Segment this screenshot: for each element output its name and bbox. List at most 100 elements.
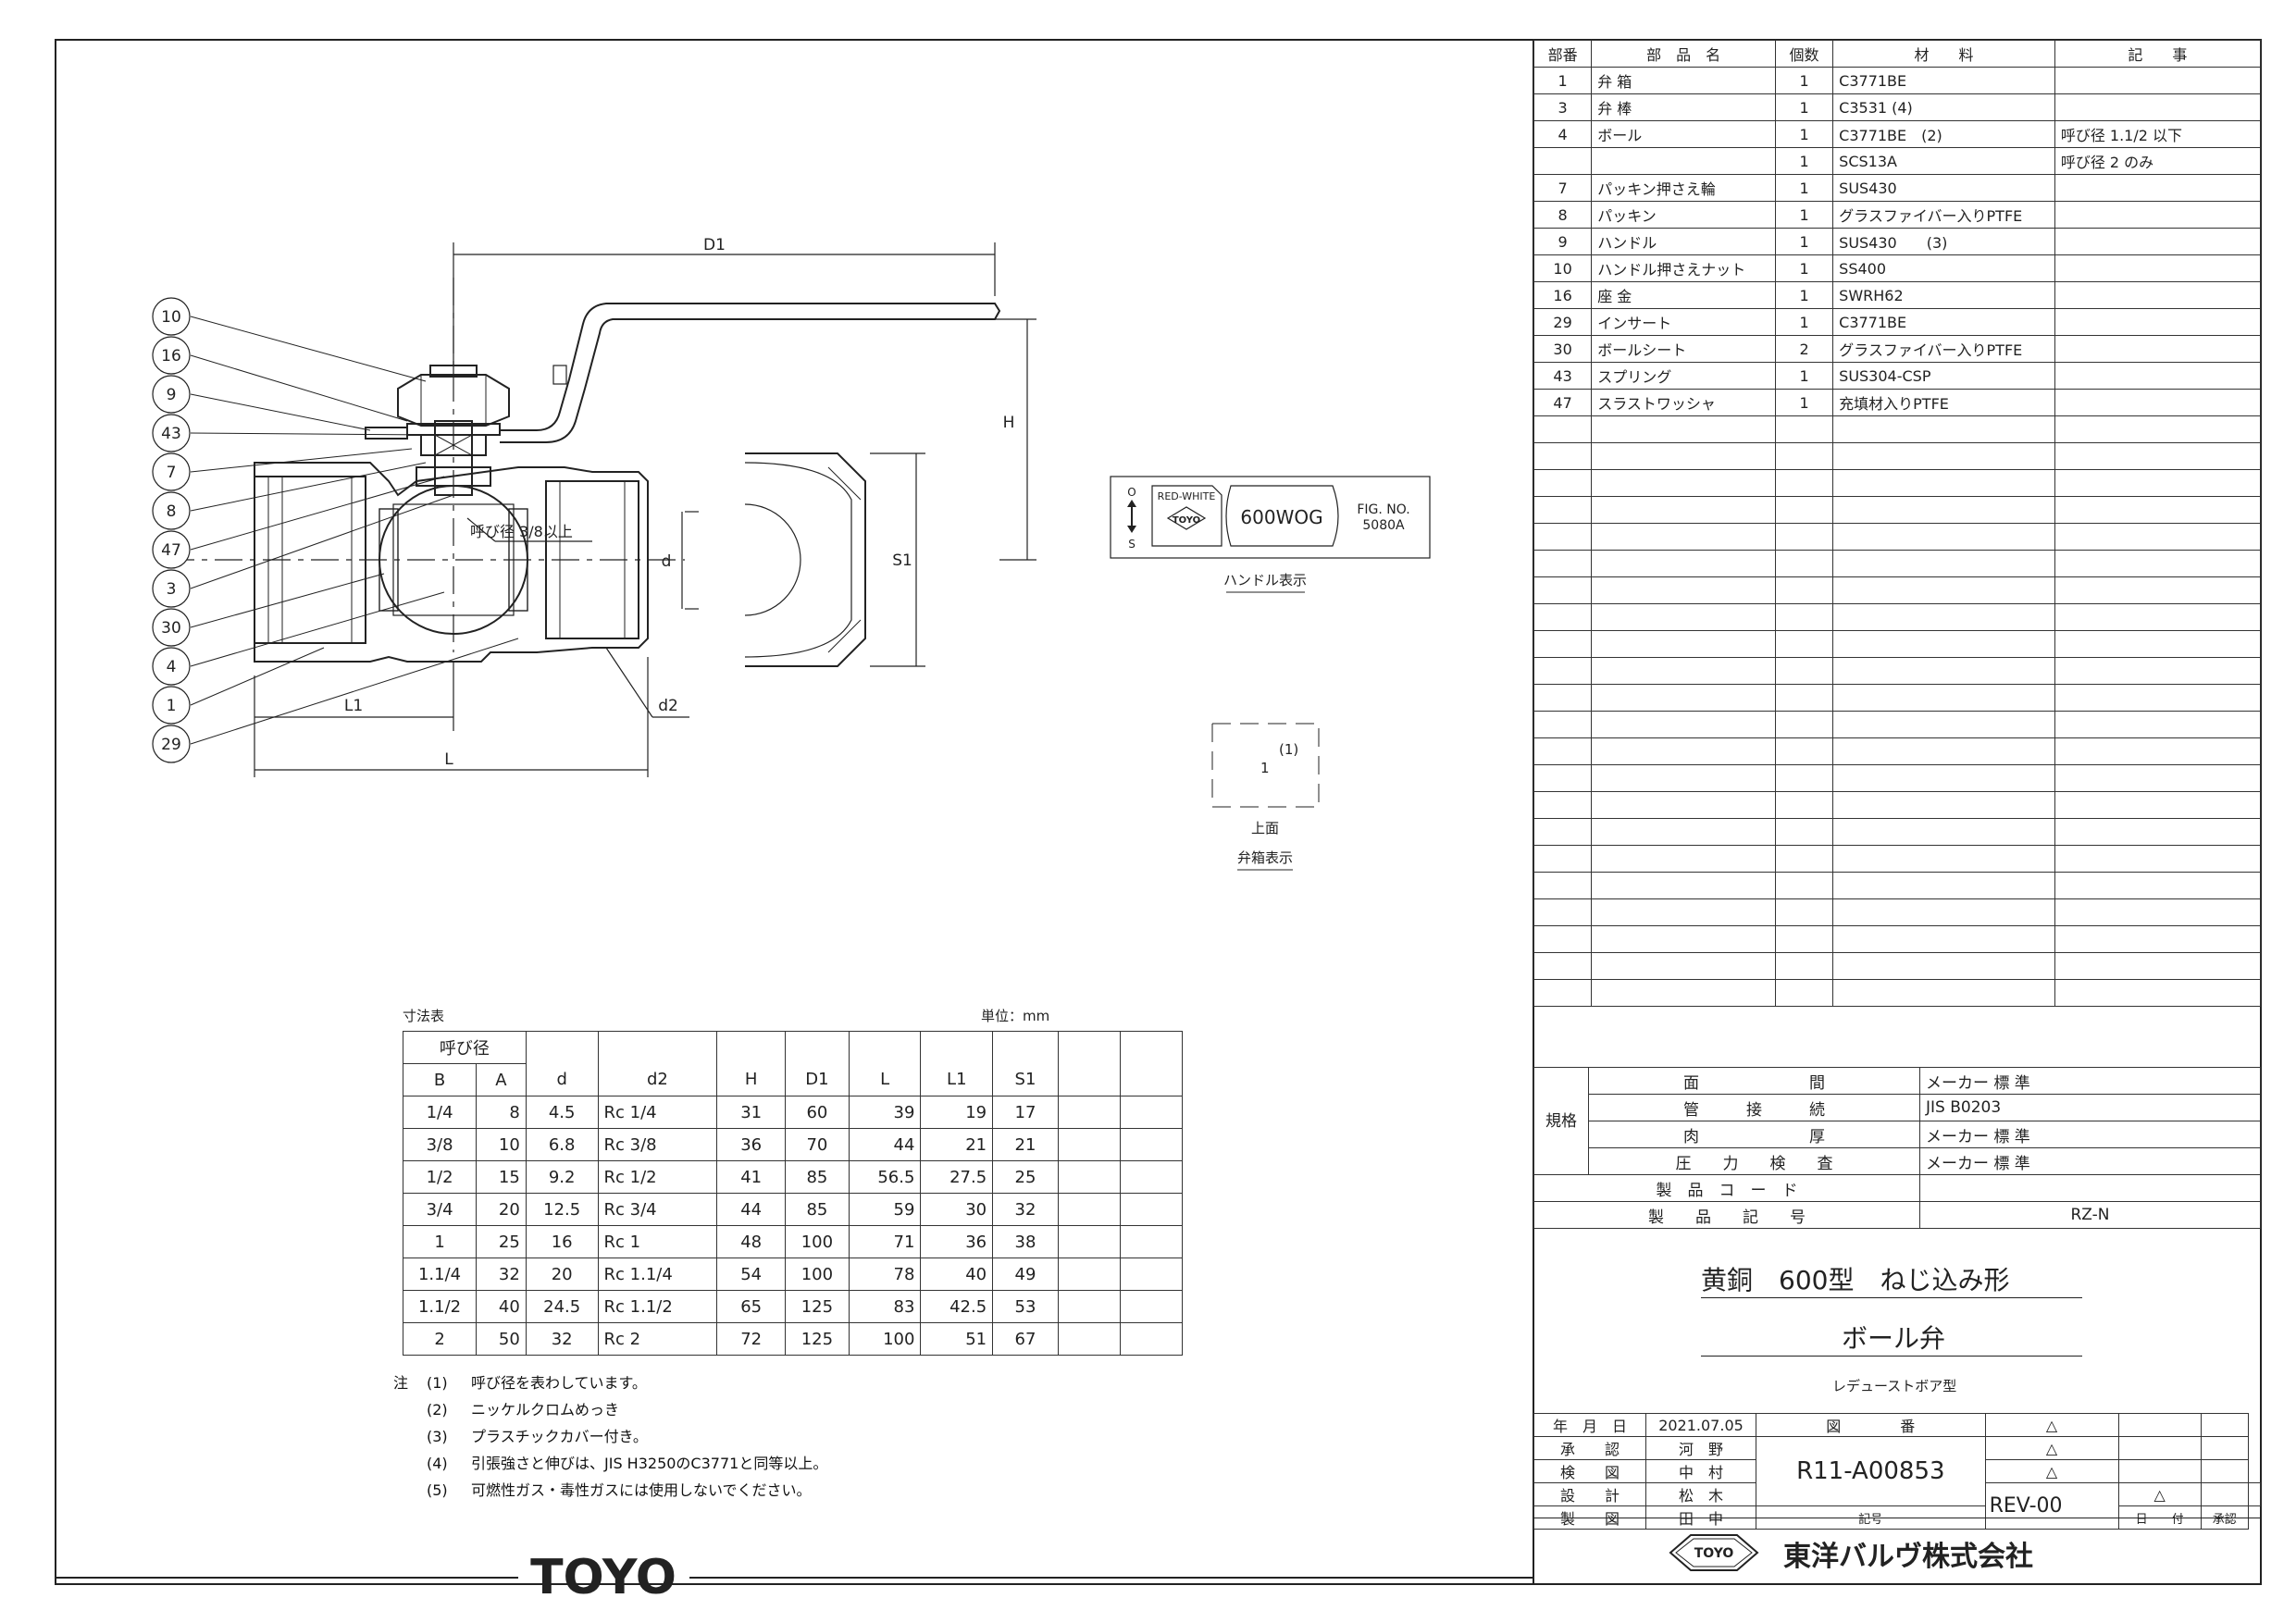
dims-group-row: 呼び径 (403, 1031, 1184, 1064)
note-text: 可燃性ガス・毒性ガスには使用しないでください。 (471, 1481, 812, 1499)
callout-label: 7 (167, 464, 177, 482)
dims-cell: 56.5 (848, 1160, 922, 1194)
parts-empty-cell (1533, 952, 1593, 980)
dims-cell: 9.2 (525, 1160, 599, 1194)
title-line2: ボール弁 (1842, 1323, 1946, 1354)
parts-cell: ボール (1591, 120, 1776, 148)
parts-cell: 1 (1774, 362, 1834, 390)
dims-header-cell: H (716, 1063, 787, 1096)
handle-plate-rating: 600WOG (1240, 506, 1322, 528)
parts-cell: 8 (1533, 201, 1593, 229)
parts-header-cell: 部 品 名 (1591, 40, 1776, 68)
dims-cell: Rc 2 (597, 1322, 718, 1356)
parts-empty-cell (1774, 684, 1834, 712)
dims-cell: 38 (992, 1225, 1059, 1258)
parts-empty-cell (1533, 872, 1593, 899)
parts-empty-cell (1591, 550, 1776, 577)
notes-prefix: 注 (393, 1374, 409, 1392)
rev-triangle-icon: △ (2117, 1482, 2202, 1506)
body-mark-value: 1 (1260, 760, 1270, 776)
parts-empty-cell (2054, 415, 2262, 443)
parts-empty-cell (1591, 523, 1776, 551)
parts-empty-cell (1533, 550, 1593, 577)
parts-empty-cell (1533, 737, 1593, 765)
parts-empty-cell (2054, 925, 2262, 953)
dims-cell: 8 (476, 1096, 527, 1129)
dims-header-cell: d (525, 1063, 599, 1096)
parts-cell: 7 (1533, 174, 1593, 202)
dims-blank-cell (525, 1031, 599, 1064)
spec-row: 圧 力 検 査メーカー 標 準 (1534, 1147, 2261, 1175)
parts-empty-cell (1832, 898, 2055, 926)
dims-cell: 2 (402, 1322, 478, 1356)
parts-cell (1533, 147, 1593, 175)
parts-empty-cell (2054, 684, 2262, 712)
parts-empty-cell (2054, 952, 2262, 980)
dims-header-cell: d2 (597, 1063, 718, 1096)
rev-blank (2117, 1459, 2202, 1483)
parts-empty-cell (1774, 550, 1834, 577)
parts-empty-cell (1832, 657, 2055, 685)
parts-header-cell: 記 事 (2054, 40, 2262, 68)
dim-label-S1: S1 (892, 551, 912, 570)
parts-empty-cell (1774, 818, 1834, 846)
parts-empty-cell (1774, 523, 1834, 551)
callout-label: 9 (167, 386, 177, 404)
body-mark-top-label: 上面 (1251, 820, 1279, 836)
handle-plate-fig-label: FIG. NO. (1357, 502, 1409, 517)
parts-empty-cell (1774, 469, 1834, 497)
parts-cell: インサート (1591, 308, 1776, 336)
parts-empty-cell (1832, 845, 2055, 873)
dims-cell: 50 (476, 1322, 527, 1356)
dims-cell: 65 (716, 1290, 787, 1323)
spec-value: メーカー 標 準 (1919, 1147, 2261, 1175)
note-item: (5)可燃性ガス・毒性ガスには使用しないでください。 (393, 1477, 827, 1504)
parts-cell: グラスファイバー入りPTFE (1832, 335, 2055, 363)
company-logo-text: TOYO (1694, 1546, 1734, 1561)
parts-empty-cell (1832, 952, 2055, 980)
parts-cell: SUS430 (3) (1832, 228, 2055, 255)
parts-empty-cell (1832, 791, 2055, 819)
parts-empty-row (1533, 550, 2262, 577)
parts-cell: 2 (1774, 335, 1834, 363)
dims-cell: 12.5 (525, 1193, 599, 1226)
body-marking: (1) 1 上面 弁箱表示 (1211, 723, 1320, 871)
handle-plate-fig-no: 5080A (1362, 518, 1405, 533)
parts-cell: C3771BE (1832, 308, 2055, 336)
parts-cell: パッキン押さえ輪 (1591, 174, 1776, 202)
spec-item: 管 接 続 (1588, 1094, 1920, 1121)
dims-blank-cell (1057, 1258, 1121, 1291)
dims-cell: 17 (992, 1096, 1059, 1129)
parts-empty-cell (2054, 630, 2262, 658)
parts-empty-cell (1591, 415, 1776, 443)
parts-empty-cell (1533, 523, 1593, 551)
company-block: TOYO 東洋バルヴ株式会社 (1533, 1518, 2261, 1585)
parts-empty-cell (1533, 415, 1593, 443)
parts-empty-cell (1591, 630, 1776, 658)
parts-empty-cell (1591, 764, 1776, 792)
note-item: (4)引張強さと伸びは、JIS H3250のC3771と同等以上。 (393, 1450, 827, 1477)
parts-cell: 43 (1533, 362, 1593, 390)
parts-empty-cell (1533, 469, 1593, 497)
parts-empty-row (1533, 496, 2262, 524)
parts-cell (2054, 201, 2262, 229)
sign-name: 松 木 (1645, 1482, 1756, 1506)
parts-cell: C3531 (4) (1832, 93, 2055, 121)
parts-empty-cell (2054, 550, 2262, 577)
dims-blank-cell (1057, 1322, 1121, 1356)
parts-cell (2054, 281, 2262, 309)
parts-empty-cell (2054, 979, 2262, 1007)
dims-cell: 6.8 (525, 1128, 599, 1161)
dims-cell: 44 (848, 1128, 922, 1161)
body-mark-caption: 弁箱表示 (1237, 849, 1293, 866)
parts-empty-row (1533, 603, 2262, 631)
parts-header-cell: 材 料 (1832, 40, 2055, 68)
